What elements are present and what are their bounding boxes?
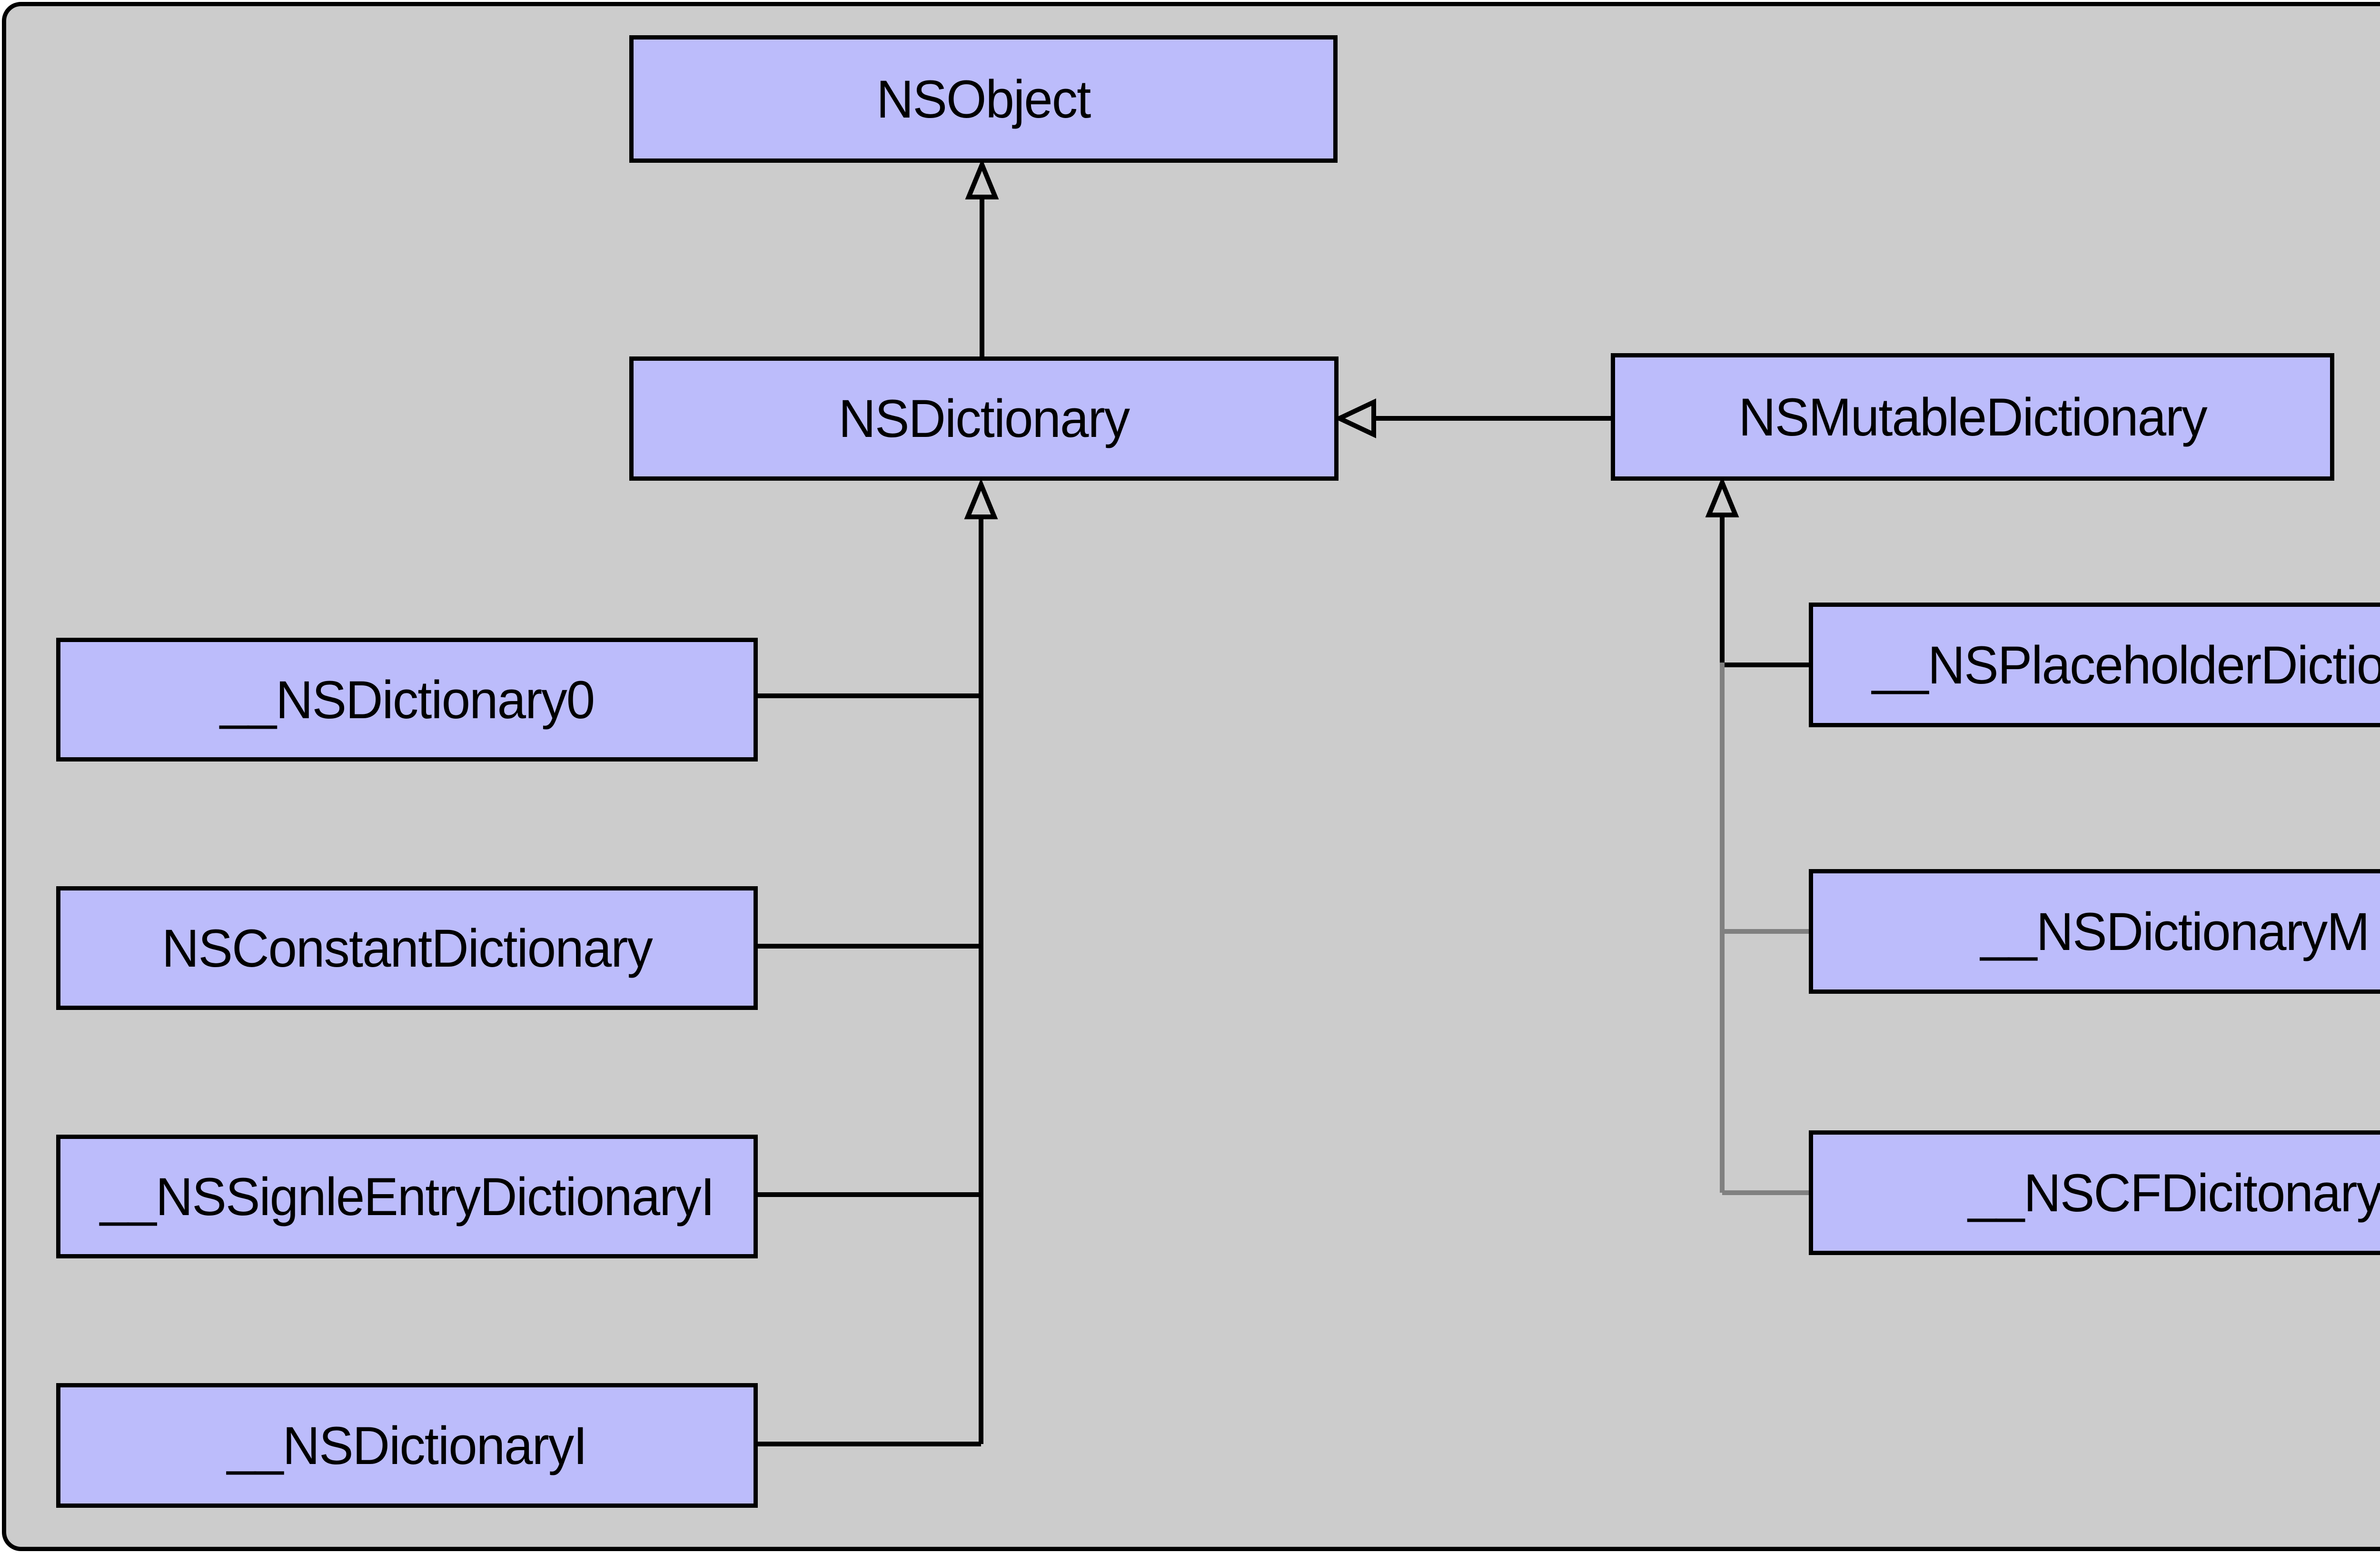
class-label-nsobject: NSObject — [876, 69, 1091, 129]
class-label-nsmutabledictionary: NSMutableDictionary — [1738, 387, 2207, 447]
class-box-nsdictionary: NSDictionary — [629, 356, 1339, 481]
inheritance-arrowhead-nsobject — [965, 158, 999, 199]
class-label-nscfdicitonary: __NSCFDicitonary — [1968, 1163, 2380, 1223]
class-box-nsdictionarym: __NSDictionaryM — [1809, 869, 2380, 994]
class-box-nsobject: NSObject — [629, 35, 1338, 163]
class-label-nsdictionary0: __NSDictionary0 — [219, 670, 595, 730]
class-label-nsdictionarym: __NSDictionaryM — [1980, 901, 2370, 961]
class-label-nsplaceholderdictionary: __NSPlaceholderDictionary — [1872, 635, 2380, 695]
class-box-nsmutabledictionary: NSMutableDictionary — [1611, 353, 2334, 481]
class-label-nssignleentrydictionaryi: __NSSignleEntryDictionaryI — [99, 1167, 715, 1227]
class-box-nsdictionary0: __NSDictionary0 — [56, 638, 758, 762]
inheritance-arrowhead-nsdictionary-right — [1334, 398, 1376, 438]
class-box-nsdictionaryi: __NSDictionaryI — [56, 1383, 758, 1508]
class-box-nsconstantdictionary: NSConstantDictionary — [56, 886, 758, 1010]
class-box-nscfdicitonary: __NSCFDicitonary — [1809, 1130, 2380, 1255]
inheritance-arrowhead-nsdictionary-bottom — [964, 478, 998, 519]
class-label-nsdictionary: NSDictionary — [838, 389, 1130, 448]
class-box-nsplaceholderdictionary: __NSPlaceholderDictionary — [1809, 603, 2380, 727]
class-label-nsconstantdictionary: NSConstantDictionary — [162, 918, 653, 978]
class-box-nssignleentrydictionaryi: __NSSignleEntryDictionaryI — [56, 1135, 758, 1258]
inheritance-arrowhead-nsmutabledictionary-bottom — [1705, 476, 1739, 517]
class-label-nsdictionaryi: __NSDictionaryI — [227, 1415, 588, 1475]
